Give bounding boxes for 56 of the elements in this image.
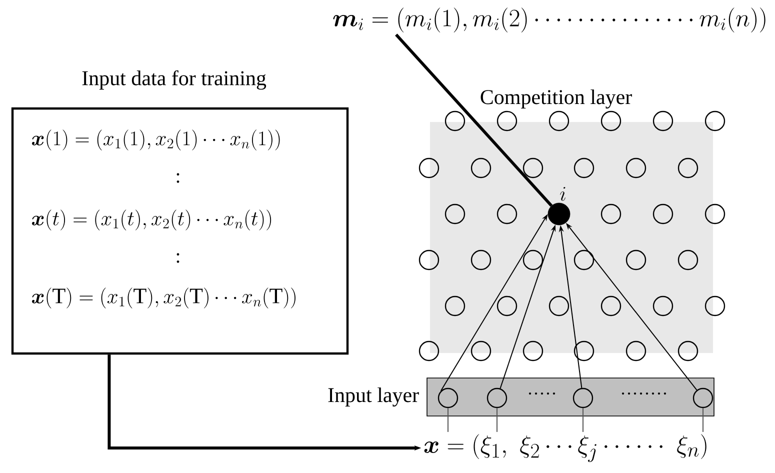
neuron-circle bbox=[496, 204, 518, 224]
neuron-circle bbox=[444, 110, 466, 132]
neuron-circle bbox=[652, 296, 674, 316]
formula: $\boldsymbol{x}(\mathrm{T})=(x_1(\mathrm{T}),x_2(\mathrm{T})\cdots x_n(\mathrm{T}))$ bbox=[32, 288, 296, 308]
neuron-circle bbox=[470, 340, 492, 362]
neuron-circle bbox=[548, 296, 570, 316]
vertical-dots: : bbox=[176, 253, 180, 263]
neuron-circle bbox=[626, 158, 646, 178]
neuron-circle bbox=[496, 110, 518, 132]
neuron-circle bbox=[600, 296, 622, 316]
neuron-circle bbox=[626, 250, 646, 270]
neuron-circle bbox=[652, 110, 674, 132]
connector-line bbox=[395, 34, 553, 207]
neuron-circle bbox=[678, 340, 698, 362]
vertical-dots: : bbox=[176, 173, 180, 183]
formula: $\boldsymbol{x}(1)=(x_1(1),x_2(1)\cdots x_n(1))$ bbox=[32, 130, 280, 150]
neuron-circle bbox=[600, 204, 622, 224]
neuron-circle bbox=[626, 340, 646, 362]
neuron-circle bbox=[418, 250, 440, 270]
layer-label: Input layer bbox=[328, 387, 419, 407]
neuron-circle bbox=[444, 296, 466, 316]
neuron-circle bbox=[496, 296, 518, 316]
tick-line bbox=[496, 408, 498, 432]
neuron-circle bbox=[704, 296, 726, 316]
neuron-circle bbox=[572, 388, 594, 408]
neuron-circle bbox=[652, 204, 674, 224]
neuron-circle bbox=[574, 158, 594, 178]
ellipsis-dots: ····· bbox=[528, 392, 556, 395]
neuron-circle bbox=[486, 388, 508, 408]
formula: $\boldsymbol{m}_i=(m_i(1),m_i(2)\cdots\cdots\cdots\cdots\cdots m_i(n))$ bbox=[333, 8, 766, 32]
neuron-circle bbox=[470, 158, 492, 178]
neuron-circle bbox=[548, 110, 570, 132]
neuron-label: $i$ bbox=[560, 186, 566, 201]
neuron-circle bbox=[574, 250, 594, 270]
neuron-circle bbox=[692, 388, 714, 408]
neuron-circle bbox=[522, 340, 544, 362]
neuron-circle bbox=[678, 158, 698, 178]
neuron-circle bbox=[574, 340, 594, 362]
neuron-circle bbox=[418, 158, 440, 178]
neuron-circle bbox=[600, 110, 622, 132]
neuron-circle bbox=[522, 158, 544, 178]
box-heading: Input data for training bbox=[82, 70, 266, 90]
ellipsis-dots: ········ bbox=[622, 392, 666, 395]
formula: $\boldsymbol{x}(t)=(x_1(t),x_2(t)\cdots x_n(t))$ bbox=[32, 210, 272, 230]
neuron-circle bbox=[418, 340, 440, 362]
tick-line bbox=[582, 408, 584, 432]
neuron-circle bbox=[444, 204, 466, 224]
neuron-circle bbox=[438, 388, 458, 408]
neuron-circle bbox=[704, 110, 726, 132]
neuron-circle bbox=[470, 250, 492, 270]
neuron-circle bbox=[704, 204, 726, 224]
layer-heading: Competition layer bbox=[480, 89, 632, 109]
tick-line bbox=[702, 408, 704, 432]
neuron-circle bbox=[678, 250, 698, 270]
formula: $\boldsymbol{x}=(\xi_1,\ \xi_2\cdots\xi_j\cdots\cdots\ \xi_n)$ bbox=[424, 434, 706, 462]
neuron-circle bbox=[522, 250, 544, 270]
